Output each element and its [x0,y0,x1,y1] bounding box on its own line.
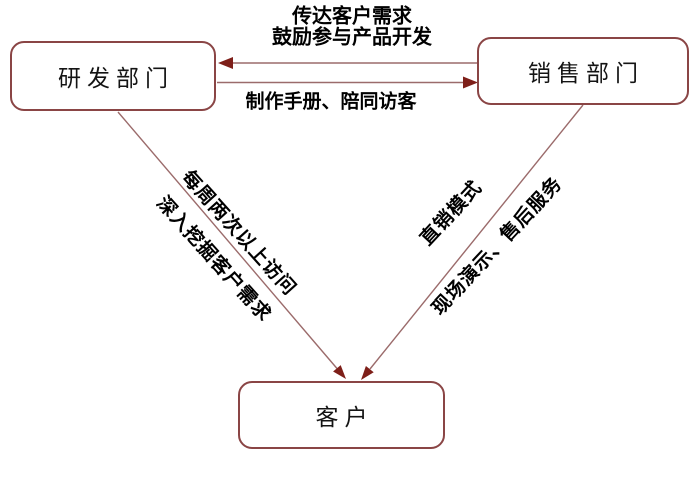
edge-label-sales-to-rd-line1: 传达客户需求 [292,5,412,28]
node-customer-label: 客户 [315,405,374,430]
node-sales-department-label: 销售部门 [528,61,644,86]
node-rd-department-label: 研发部门 [58,66,174,91]
arrow-rd-to-customer-head-icon [333,365,346,379]
edge-label-sales-to-customer-line1: 直销模式 [416,176,487,250]
node-customer: 客户 [238,381,445,449]
arrow-rd-to-customer-line [117,111,338,369]
arrow-sales-to-rd-head-icon [218,57,233,69]
edge-label-rd-to-sales: 制作手册、陪同访客 [245,91,417,113]
arrow-rd-to-sales-head-icon [463,76,478,89]
edge-label-sales-to-customer-line2: 现场演示、售后服务 [428,173,567,320]
edge-label-sales-to-rd-line2: 鼓励参与产品开发 [272,26,432,49]
node-sales-department: 销售部门 [477,37,689,105]
node-rd-department: 研发部门 [10,41,216,111]
arrow-sales-to-customer-head-icon [361,366,374,380]
arrow-sales-to-customer-line [369,104,584,370]
